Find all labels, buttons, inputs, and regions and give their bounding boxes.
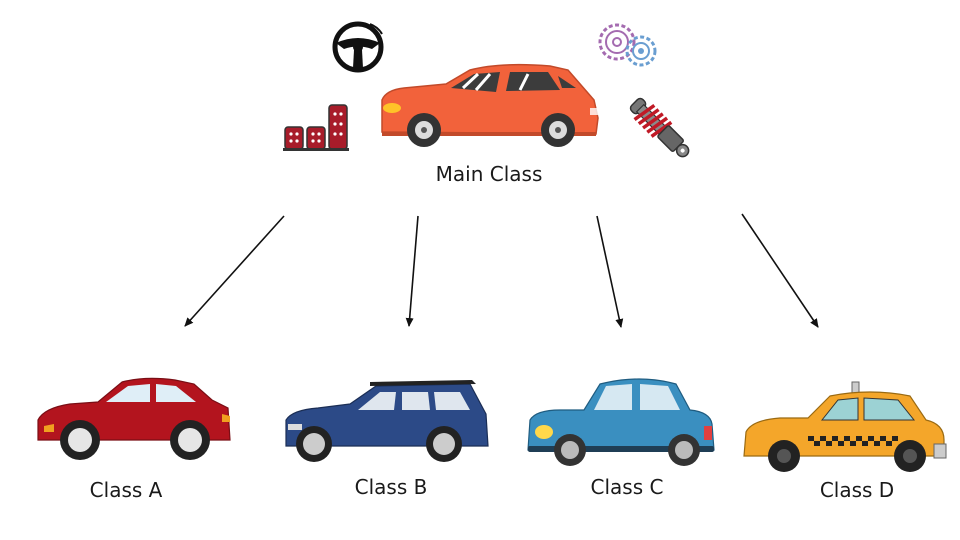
pedals-icon xyxy=(283,104,349,151)
class-c-label: Class C xyxy=(591,475,664,499)
class-b-label: Class B xyxy=(355,475,428,499)
class-a-car xyxy=(37,377,231,460)
steering-wheel-icon xyxy=(332,21,384,73)
class-c-car xyxy=(527,378,715,466)
main-class-car xyxy=(381,63,599,147)
main-class-label: Main Class xyxy=(436,162,543,186)
class-d-car xyxy=(743,381,947,472)
arrow-to-class-a xyxy=(184,215,285,327)
class-d-label: Class D xyxy=(820,478,894,502)
class-b-car xyxy=(285,380,489,462)
arrow-to-class-d xyxy=(741,213,819,328)
arrow-to-class-c xyxy=(596,215,624,328)
shock-absorber-icon xyxy=(629,97,690,158)
class-a-label: Class A xyxy=(90,478,163,502)
gears-icon xyxy=(598,23,657,67)
arrow-to-class-b xyxy=(405,215,419,327)
